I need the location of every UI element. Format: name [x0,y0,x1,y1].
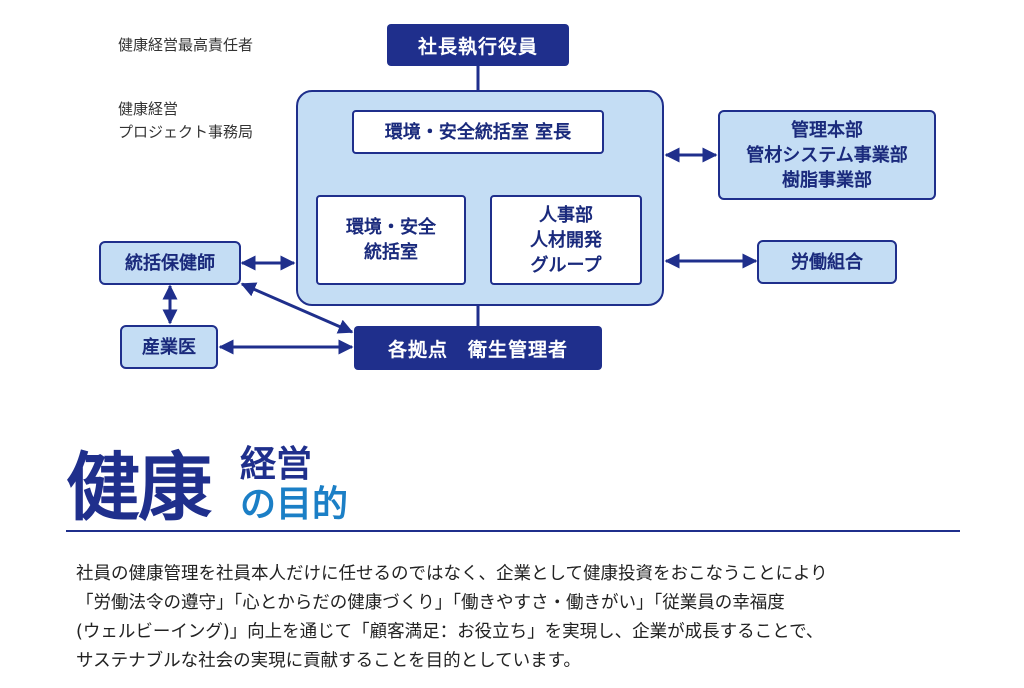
sites-label: 各拠点 衛生管理者 [387,338,568,361]
office-label-line1: 健康経営 [118,100,179,118]
env-head-label: 環境・安全統括室 室長 [384,121,572,143]
nurse-label: 統括保健師 [125,252,215,274]
management-label-3: 樹脂事業部 [782,169,872,191]
body-line-3: (ウェルビーイング)」向上を通じて「顧客満足：お役立ち」を実現し、企業が成長する… [76,622,824,642]
env-head-box: 環境・安全統括室 室長 [352,110,604,154]
nurse-sites-arrow [240,282,354,334]
body-line-4: サステナブルな社会の実現に貢献することを目的としています。 [76,651,581,671]
office-label-line2: プロジェクト事務局 [118,123,254,141]
nurse-box: 統括保健師 [99,241,241,285]
env-office-label-2: 統括室 [364,242,418,263]
heading-rule [66,530,960,532]
heading-small-2: の目的 [240,484,349,525]
env-office-box: 環境・安全 統括室 [316,195,466,285]
doctor-label: 産業医 [142,336,196,358]
president-label: 社長執行役員 [417,35,538,58]
heading-small-1: 経営 [240,444,313,485]
hr-label-3: グループ [530,254,602,276]
hr-label-1: 人事部 [539,204,593,226]
management-box: 管理本部 管材システム事業部 樹脂事業部 [718,110,936,200]
body-text: 社員の健康管理を社員本人だけに任せるのではなく、企業として健康投資をおこなうこと… [76,560,976,676]
body-line-2: 「労働法令の遵守」「心とからだの健康づくり」「働きやすさ・働きがい」「従業員の幸… [76,593,785,613]
hr-box: 人事部 人材開発 グループ [490,195,642,285]
heading-big: 健康 [66,445,212,531]
doctor-box: 産業医 [120,325,218,369]
union-label: 労働組合 [791,251,863,273]
management-label-1: 管理本部 [791,119,863,141]
env-office-label-1: 環境・安全 [346,217,436,238]
body-line-1: 社員の健康管理を社員本人だけに任せるのではなく、企業として健康投資をおこなうこと… [76,564,828,584]
sites-box: 各拠点 衛生管理者 [354,326,602,370]
top-left-label: 健康経営最高責任者 [118,36,254,54]
management-label-2: 管材システム事業部 [746,144,908,166]
president-box: 社長執行役員 [387,24,569,66]
hr-label-2: 人材開発 [530,229,602,251]
union-box: 労働組合 [757,240,897,284]
